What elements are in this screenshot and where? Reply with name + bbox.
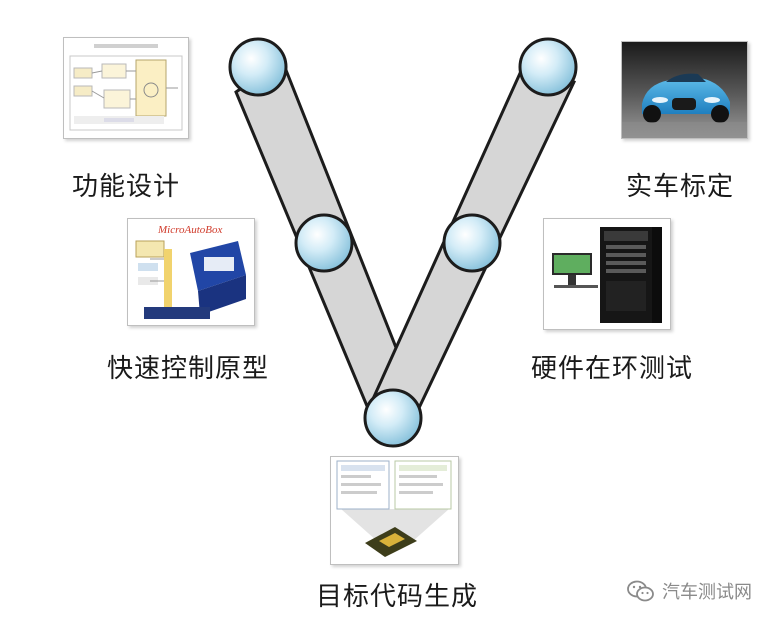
node-hardware-in-loop-test xyxy=(442,213,502,273)
stage-label-function-design: 功能设计 xyxy=(72,172,181,202)
target-code-generation-image xyxy=(330,456,459,565)
stage-label-rapid-control-prototype: 快速控制原型 xyxy=(107,354,270,384)
node-target-code-generation xyxy=(363,388,423,448)
node-vehicle-calibration xyxy=(518,37,578,97)
rapid-control-prototype-image: MicroAutoBox xyxy=(127,218,255,326)
svg-text:MicroAutoBox: MicroAutoBox xyxy=(157,224,222,236)
stage-label-vehicle-calibration: 实车标定 xyxy=(626,172,735,202)
node-function-design xyxy=(228,37,288,97)
watermark: 汽车测试网 xyxy=(626,578,752,604)
stage-label-target-code-generation: 目标代码生成 xyxy=(316,582,479,612)
function-design-image xyxy=(63,37,189,139)
stage-label-hardware-in-loop-test: 硬件在环测试 xyxy=(531,354,694,384)
watermark-text: 汽车测试网 xyxy=(662,582,752,603)
vehicle-calibration-image xyxy=(621,41,748,139)
hardware-in-loop-test-image xyxy=(543,218,671,330)
wechat-icon xyxy=(627,580,654,602)
node-rapid-control-prototype xyxy=(294,213,354,273)
